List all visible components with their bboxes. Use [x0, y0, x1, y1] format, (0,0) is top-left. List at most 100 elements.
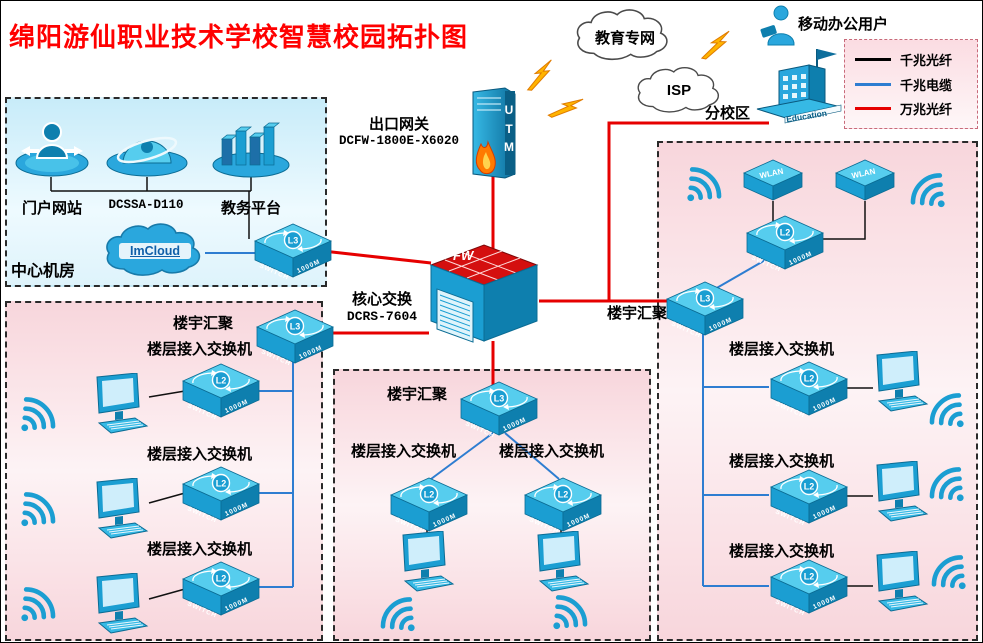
legend-item-label: 千兆电缆: [900, 77, 953, 93]
wifi-middle-1: [365, 582, 436, 642]
l3-switch-left-aggregation: L3 SWITCH 1000M: [253, 307, 337, 370]
legend-line-sample: [855, 57, 891, 61]
l2-switch-right-floor-2: L2 SWITCH 1000M: [767, 467, 851, 530]
edu-network-cloud-label: 教育专网: [594, 30, 655, 47]
l2-switch-middle-floor-1: L2 SWITCH 1000M: [387, 475, 471, 538]
building-agg-label-left: 楼宇汇聚: [173, 315, 234, 332]
wlan-ap-3d-icon: WLAN: [835, 159, 895, 201]
utm-gateway-icon: [472, 87, 516, 179]
lightning-icon: [527, 57, 552, 93]
switch-layer-badge: L2: [216, 479, 227, 489]
desktop-computer-icon: [96, 477, 149, 539]
switch-layer-badge: L2: [804, 374, 815, 384]
switch-3d-icon: L3 SWITCH 1000M: [256, 309, 334, 368]
wifi-right-3: [916, 540, 982, 611]
computer-right-3: [867, 550, 931, 618]
wlan-ap-1: WLAN: [741, 157, 805, 208]
cable-1g-lines: [205, 252, 769, 588]
legend-line-sample: [855, 82, 891, 86]
floor-access-label-middle-1: 楼层接入交换机: [351, 443, 457, 460]
switch-layer-badge: L2: [424, 490, 435, 500]
floor-access-label-right-2: 楼层接入交换机: [729, 453, 835, 470]
switch-3d-icon: L2 SWITCH 1000M: [390, 477, 468, 536]
floor-access-label-middle-2: 楼层接入交换机: [499, 443, 605, 460]
wifi-left-2: [1, 477, 71, 548]
l3-switch-right-aggregation: L3 SWITCH 1000M: [663, 279, 747, 342]
utm-device-label: UTM: [504, 103, 514, 155]
computer-left-3: [87, 572, 151, 640]
core-fw-label: FW: [453, 248, 474, 263]
core-name: 核心交换: [351, 291, 412, 308]
legend-item-label: 万兆光纤: [900, 102, 953, 118]
legend-item-label: 千兆光纤: [900, 52, 953, 68]
legend-item-fiber-10g: 万兆光纤: [855, 99, 967, 118]
mobile-user-label: 移动办公用户: [798, 16, 889, 33]
switch-3d-icon: L2 SWITCH 1000M: [182, 466, 260, 525]
floor-access-label-left-1: 楼层接入交换机: [147, 341, 253, 358]
floor-access-label-right-3: 楼层接入交换机: [729, 543, 835, 560]
building-agg-label-right: 楼宇汇聚: [607, 305, 668, 322]
switch-layer-badge: L3: [700, 294, 711, 304]
floor-access-label-left-2: 楼层接入交换机: [147, 446, 253, 463]
l2-switch-left-floor-3: L2 SWITCH 1000M: [179, 559, 263, 622]
legend-item-cable-1g: 千兆电缆: [855, 75, 967, 94]
gateway-name: 出口网关: [368, 116, 429, 133]
l2-switch-left-floor-1: L2 SWITCH 1000M: [179, 361, 263, 424]
desktop-computer-icon: [876, 460, 929, 522]
wifi-right-1: [914, 378, 982, 449]
wifi-middle-2: [531, 580, 602, 642]
switch-layer-badge: L3: [288, 236, 299, 246]
floor-access-label-right-1: 楼层接入交换机: [729, 341, 835, 358]
portal-website-label: 门户网站: [21, 200, 82, 217]
wifi-signal-icon: [931, 555, 966, 590]
wifi-left-3: [1, 572, 71, 642]
center-room-title: 中心机房: [11, 263, 76, 280]
branch-campus-building-icon: Education: [756, 49, 842, 124]
building-agg-label-middle: 楼宇汇聚: [387, 386, 448, 403]
wifi-right-2: [914, 452, 982, 523]
legend: 千兆光纤 千兆电缆 万兆光纤: [844, 39, 978, 129]
computer-right-1: [867, 350, 931, 418]
l3-switch-center-room: L3 SWITCH 1000M: [251, 221, 335, 284]
computer-middle-1: [393, 530, 457, 598]
core-switch-icon: [429, 244, 539, 343]
switch-3d-icon: L2 SWITCH 1000M: [524, 477, 602, 536]
core-switch-label: 核心交换 DCRS-7604: [337, 288, 427, 324]
wifi-signal-icon: [380, 597, 415, 632]
wifi-signal-icon: [553, 595, 588, 630]
l2-switch-left-floor-2: L2 SWITCH 1000M: [179, 464, 263, 527]
switch-3d-icon: L2 SWITCH 1000M: [182, 363, 260, 422]
switch-layer-badge: L2: [558, 490, 569, 500]
branch-campus-label: 分校区: [705, 105, 751, 122]
switch-3d-icon: L3 SWITCH 1000M: [460, 381, 538, 440]
floor-access-label-left-3: 楼层接入交换机: [147, 541, 253, 558]
desktop-computer-icon: [876, 550, 929, 612]
page-title: 绵阳游仙职业技术学校智慧校园拓扑图: [9, 22, 469, 52]
switch-3d-icon: L3 SWITCH 1000M: [666, 281, 744, 340]
wifi-signal-icon: [21, 397, 56, 432]
gateway-model: DCFW-1800E-X6020: [338, 134, 460, 148]
switch-layer-badge: L2: [780, 228, 791, 238]
l3-switch-middle-aggregation: L3 SWITCH 1000M: [457, 379, 541, 442]
mobile-user-icon: [760, 5, 795, 46]
switch-layer-badge: L3: [494, 394, 505, 404]
dcssa-appliance-icon: [106, 136, 188, 177]
computer-right-2: [867, 460, 931, 528]
switch-layer-badge: L3: [290, 322, 301, 332]
wlan-ap-2: WLAN: [833, 157, 897, 208]
left-building-panel: [5, 301, 323, 641]
gateway-label: 出口网关 DCFW-1800E-X6020: [335, 113, 463, 148]
switch-3d-icon: L2 SWITCH 1000M: [746, 215, 824, 274]
l2-switch-right-wlan: L2 SWITCH 1000M: [743, 213, 827, 276]
imcloud-label: ImCloud: [119, 243, 191, 259]
l2-switch-right-floor-3: L2 SWITCH 1000M: [767, 557, 851, 620]
l2-switch-middle-floor-2: L2 SWITCH 1000M: [521, 475, 605, 538]
edu-platform-label: 教务平台: [220, 200, 281, 217]
wifi-right-top-1: [665, 152, 736, 223]
desktop-computer-icon: [876, 350, 929, 412]
switch-3d-icon: L2 SWITCH 1000M: [770, 559, 848, 618]
lightning-icon: [547, 87, 584, 127]
wifi-signal-icon: [21, 492, 56, 527]
